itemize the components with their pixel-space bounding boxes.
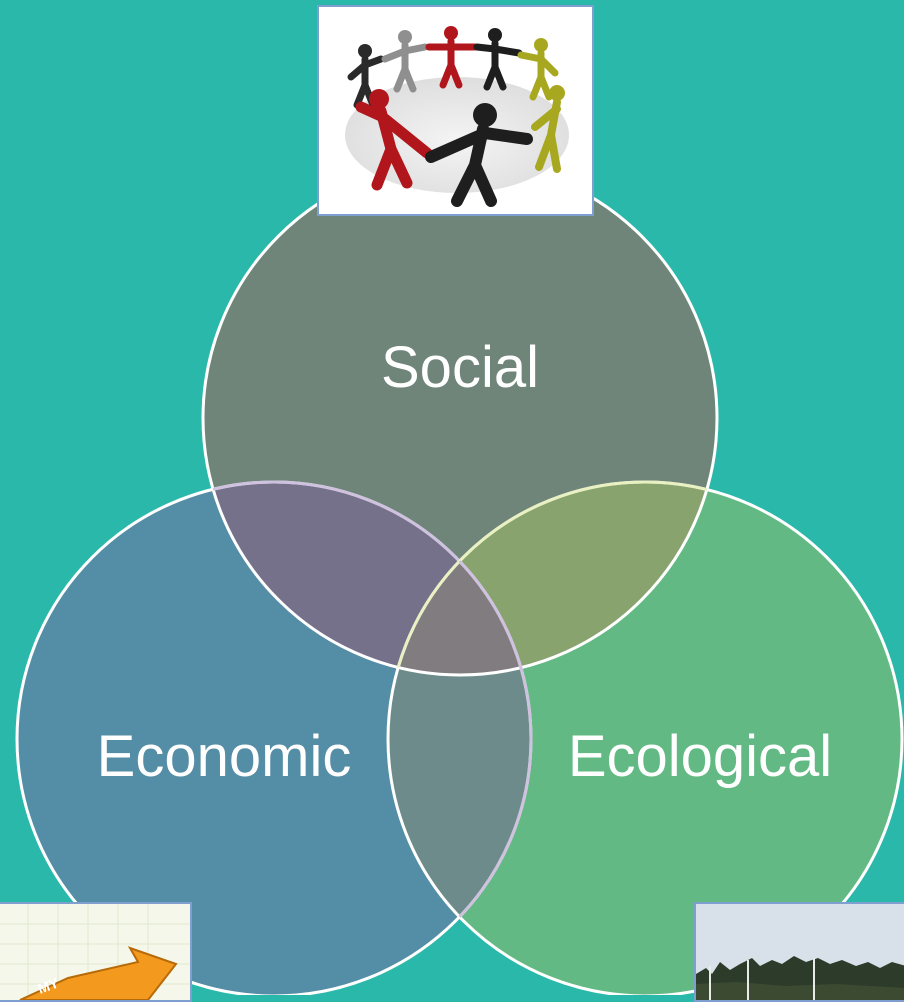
ecological-inner-edge — [386, 480, 717, 675]
ecological-label: Ecological — [568, 724, 832, 789]
person-icon — [355, 89, 433, 191]
person-icon — [381, 30, 429, 93]
person-icon — [531, 85, 565, 173]
economic-right-edge — [388, 482, 533, 995]
economic-inner-edge — [203, 480, 533, 675]
person-icon — [473, 28, 523, 91]
economy-graphic-text: MY — [36, 974, 62, 996]
social-economic-overlap — [203, 482, 531, 675]
person-icon — [517, 38, 559, 101]
arrow-icon — [19, 946, 178, 1000]
economy-arrow-graphic: MY — [0, 902, 192, 1002]
landscape-trees-photo — [694, 902, 904, 1002]
economic-label: Economic — [97, 724, 352, 789]
person-icon — [347, 44, 385, 109]
people-circle-photo — [317, 5, 594, 216]
social-ecological-overlap — [388, 482, 717, 675]
social-label: Social — [381, 335, 539, 400]
person-icon — [425, 26, 479, 89]
person-icon — [425, 103, 533, 207]
